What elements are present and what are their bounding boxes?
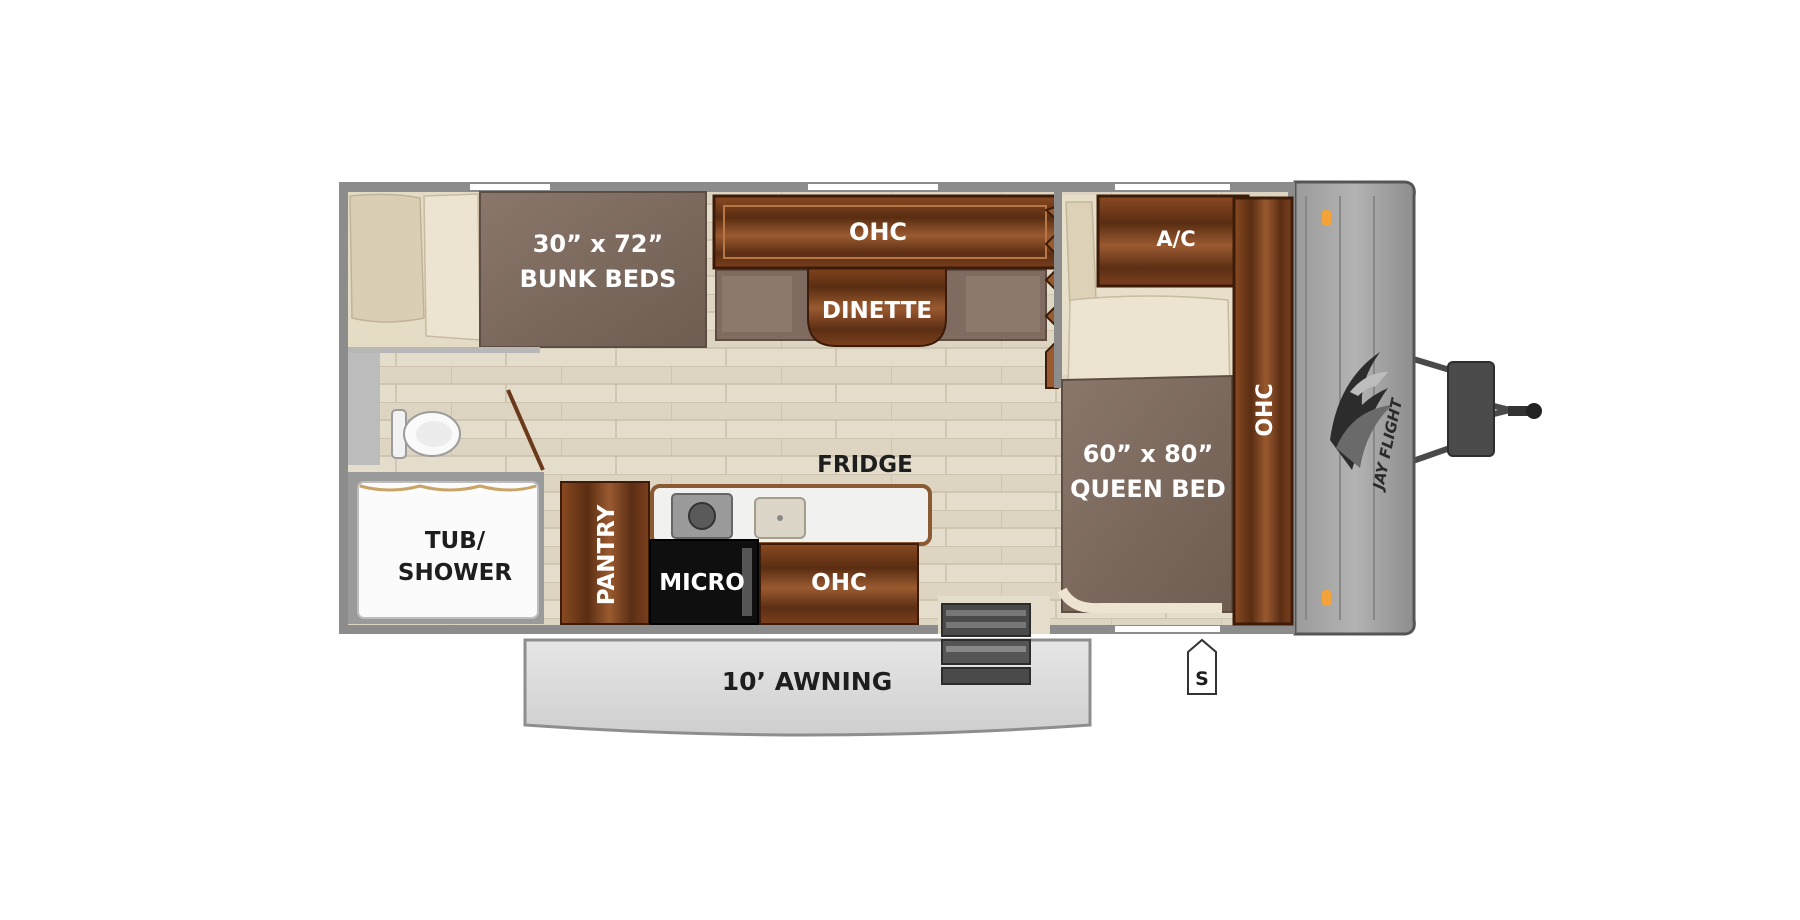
tub-shower: TUB/ SHOWER <box>348 472 544 624</box>
tub-shower-label-1: TUB/ <box>425 528 486 554</box>
window <box>1115 626 1220 632</box>
entry-steps <box>938 596 1050 685</box>
hitch <box>1409 355 1542 465</box>
kitchen-counter <box>650 484 932 546</box>
jay-flight-logo: JAY FLIGHT <box>1330 352 1406 494</box>
queen-bed-size-label: 60” x 80” <box>1083 440 1214 468</box>
pantry-label: PANTRY <box>594 504 620 605</box>
kitchen-ohc-label: OHC <box>811 570 867 596</box>
toilet <box>391 409 461 459</box>
bunk-beds: 30” x 72” BUNK BEDS <box>348 191 707 353</box>
tub-shower-label-2: SHOWER <box>398 560 512 586</box>
dinette-label: DINETTE <box>822 298 932 324</box>
kitchen-ohc: OHC <box>759 543 919 625</box>
s-marker: S <box>1187 638 1217 695</box>
micro-label: MICRO <box>659 570 745 596</box>
top-ohc: OHC <box>712 194 1058 270</box>
bath-wall <box>348 353 380 465</box>
front-cap: JAY FLIGHT <box>1293 180 1416 636</box>
window <box>1115 184 1230 190</box>
window <box>470 184 550 190</box>
propane-tank-box <box>1447 361 1495 457</box>
queen-mattress <box>1061 374 1233 613</box>
s-marker-label: S <box>1195 668 1209 690</box>
awning-label: 10’ AWNING <box>722 667 892 696</box>
bunk-beds-size-label: 30” x 72” <box>533 230 664 258</box>
bedroom-wall <box>1054 192 1062 388</box>
bath-door <box>506 389 545 471</box>
pantry: PANTRY <box>560 481 650 625</box>
front-ohc-label: OHC <box>1253 383 1278 436</box>
window <box>808 184 938 190</box>
top-ohc-label: OHC <box>849 218 907 246</box>
ac-cabinet: A/C <box>1096 194 1250 288</box>
dinette-table <box>807 261 947 347</box>
ac-label: A/C <box>1156 227 1195 251</box>
queen-bed-label: QUEEN BED <box>1070 475 1226 503</box>
bunk-mattress <box>479 191 707 348</box>
marker-light <box>1322 210 1331 226</box>
dinette: DINETTE <box>715 261 1047 347</box>
bunk-pillow <box>349 193 425 323</box>
hitch-ball <box>1526 403 1542 419</box>
bunk-beds-label: BUNK BEDS <box>520 265 677 293</box>
front-ohc: OHC <box>1232 196 1294 626</box>
microwave: MICRO <box>649 539 759 625</box>
marker-light <box>1322 590 1331 606</box>
fridge-label: FRIDGE <box>817 452 913 478</box>
